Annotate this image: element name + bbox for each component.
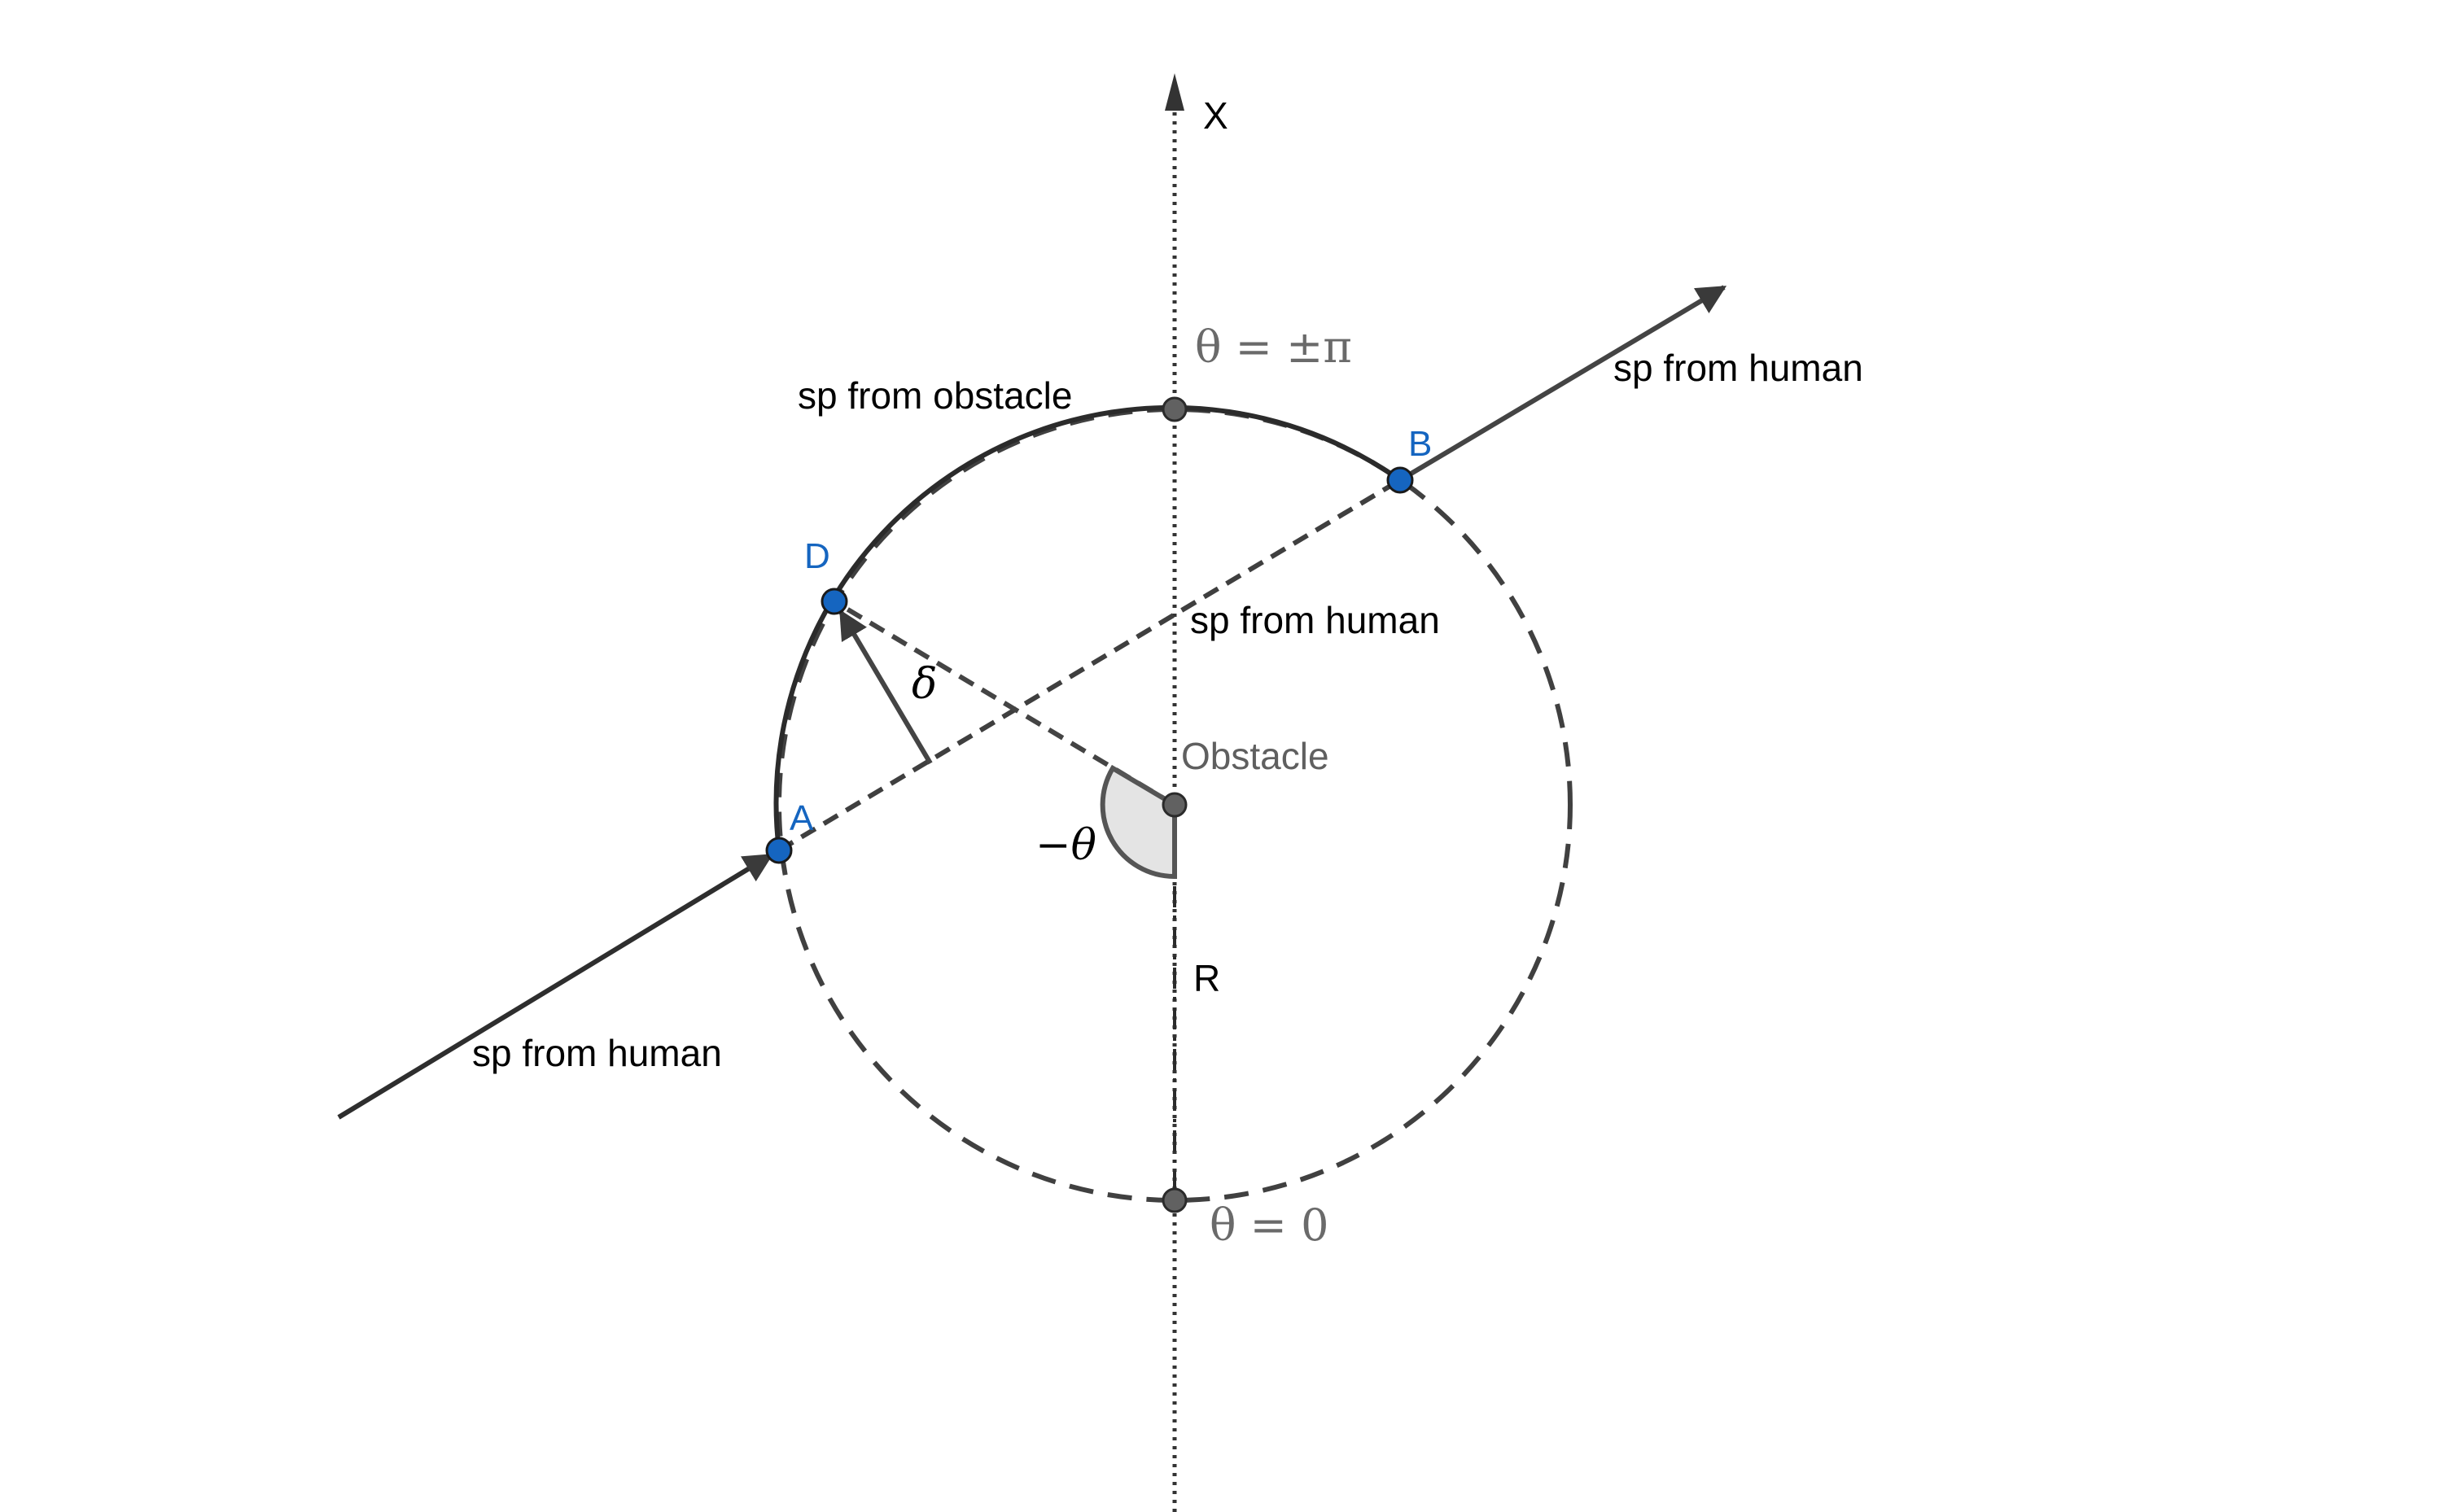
obstacle-boundary-circle [777,407,1573,1203]
obstacle-label: Obstacle [1181,735,1329,777]
theta-label: −θ [1035,821,1096,870]
point-a-label: A [790,798,814,838]
sp-from-human-middle-label: sp from human [1190,599,1440,641]
angle-top-label: θ = ±π [1195,321,1352,373]
point-b-label: B [1408,424,1432,464]
obstacle-arc-path [773,404,1402,851]
human-chord-path [777,478,1402,853]
sp-from-obstacle-label: sp from obstacle [798,374,1072,417]
delta-arrow [838,609,933,765]
point-b[interactable] [1386,466,1414,494]
point-d-label: D [804,536,830,576]
point-d[interactable] [821,588,848,615]
sp-from-human-left-label: sp from human [472,1032,722,1074]
obstacle-center-point[interactable] [1162,792,1188,818]
radius-label: R [1193,957,1220,999]
angle-bottom-label: θ = 0 [1210,1200,1328,1251]
top-reference-point[interactable] [1162,396,1188,422]
point-a[interactable] [765,837,793,864]
x-axis-arrowhead [1165,73,1184,111]
human-outgoing-path [1398,285,1727,483]
sp-from-human-right-label: sp from human [1613,347,1863,389]
theta-angle-sector [1100,764,1177,880]
delta-label: δ [912,660,937,709]
bottom-reference-point[interactable] [1162,1187,1188,1213]
x-axis-label: X [1203,94,1228,137]
human-incoming-path [337,853,774,1120]
